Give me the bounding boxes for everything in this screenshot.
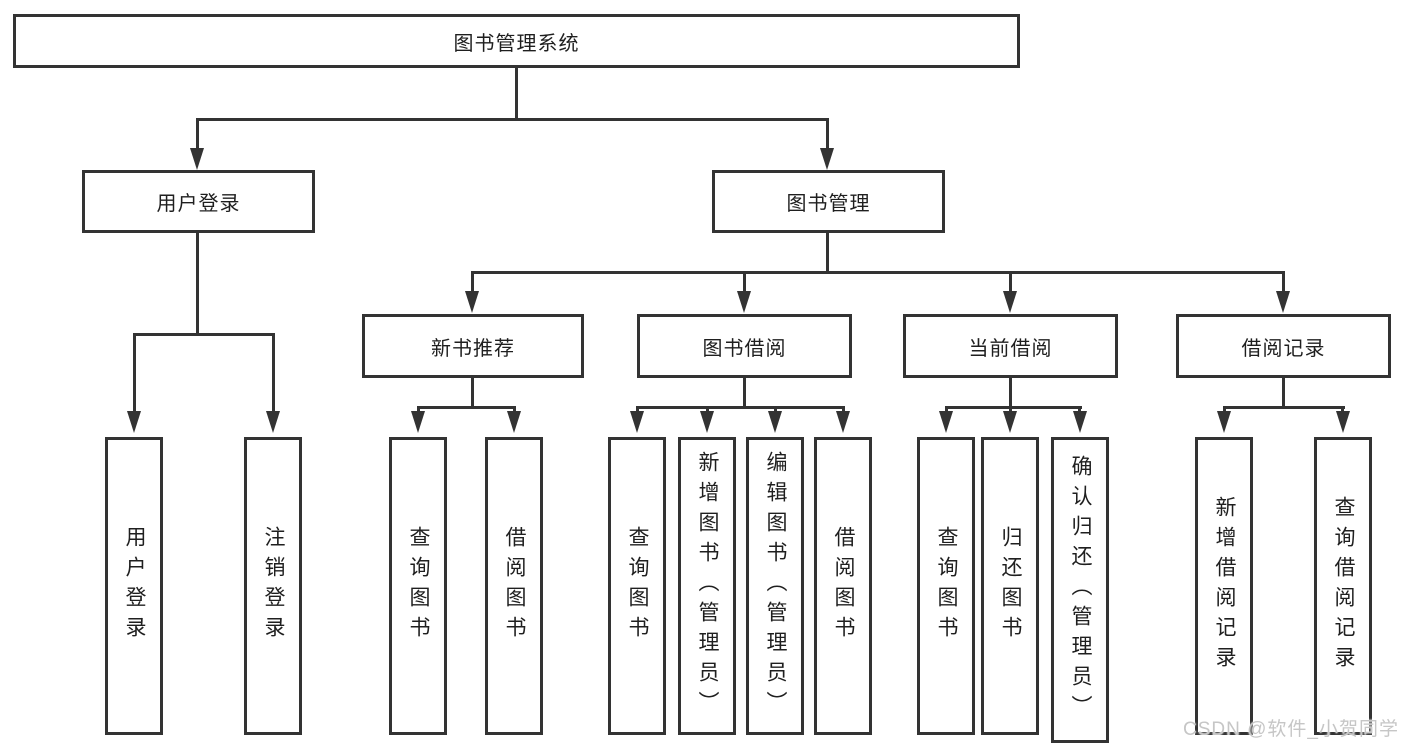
arrow-down: [1217, 411, 1231, 433]
node-label: 确认归还（管理员）: [1069, 455, 1092, 725]
arrow-down: [768, 411, 782, 433]
arrow-down: [820, 148, 834, 170]
node-book-borrowing: 图书借阅: [637, 314, 852, 378]
arrow-down: [836, 411, 850, 433]
connector-line: [515, 66, 518, 118]
connector-line: [417, 406, 420, 413]
connector-line: [1223, 406, 1226, 413]
node-label: 归还图书: [999, 526, 1022, 646]
connector-line: [471, 271, 474, 291]
node-label: 当前借阅: [968, 337, 1053, 360]
connector-line: [133, 333, 274, 336]
connector-line: [1282, 271, 1285, 291]
node-label: 新书推荐: [431, 337, 515, 360]
leaf-logout: 注销登录: [244, 437, 302, 735]
node-label: 图书管理系统: [453, 32, 580, 55]
node-label: 图书管理: [786, 193, 871, 215]
arrow-down: [507, 411, 521, 433]
connector-line: [1009, 406, 1012, 413]
leaf-user-login: 用户登录: [105, 437, 163, 735]
connector-line: [842, 406, 845, 413]
connector-line: [1223, 406, 1345, 409]
leaf-borrow-books-recommend: 借阅图书: [485, 437, 543, 735]
connector-line: [945, 406, 948, 413]
node-label: 新增借阅记录: [1213, 496, 1236, 676]
node-label: 借阅记录: [1241, 337, 1326, 360]
connector-line: [196, 231, 199, 335]
node-label: 借阅图书: [832, 526, 855, 646]
connector-line: [471, 271, 1285, 274]
leaf-edit-books-admin: 编辑图书（管理员）: [746, 437, 804, 735]
connector-line: [417, 406, 516, 409]
connector-line: [272, 333, 275, 411]
arrow-down: [700, 411, 714, 433]
csdn-watermark: CSDN @软件_小贺同学: [1183, 719, 1399, 740]
arrow-down: [1336, 411, 1350, 433]
node-label: 查询借阅记录: [1332, 496, 1355, 676]
node-label: 查询图书: [935, 526, 958, 646]
leaf-query-books-recommend: 查询图书: [389, 437, 447, 735]
node-label: 编辑图书（管理员）: [764, 451, 787, 721]
leaf-confirm-return-admin: 确认归还（管理员）: [1051, 437, 1109, 743]
connector-line: [471, 376, 474, 409]
connector-line: [743, 376, 746, 409]
leaf-borrow-books: 借阅图书: [814, 437, 872, 735]
arrow-down: [939, 411, 953, 433]
node-label: 查询图书: [407, 526, 430, 646]
arrow-down: [1073, 411, 1087, 433]
leaf-query-books-current: 查询图书: [917, 437, 975, 735]
connector-line: [1282, 376, 1285, 409]
leaf-add-borrow-record: 新增借阅记录: [1195, 437, 1253, 735]
arrow-down: [190, 148, 204, 170]
arrow-down: [1276, 291, 1290, 313]
connector-line: [1341, 406, 1344, 413]
connector-line: [1078, 406, 1081, 413]
arrow-down: [737, 291, 751, 313]
connector-line: [945, 406, 1082, 409]
node-book-management: 图书管理: [712, 170, 945, 233]
leaf-query-books-borrowing: 查询图书: [608, 437, 666, 735]
connector-line: [826, 231, 829, 273]
connector-line: [196, 118, 199, 150]
node-label: 注销登录: [262, 526, 285, 646]
node-user-login: 用户登录: [82, 170, 315, 233]
connector-line: [1009, 271, 1012, 291]
arrow-down: [1003, 291, 1017, 313]
connector-line: [196, 118, 829, 121]
leaf-add-books-admin: 新增图书（管理员）: [678, 437, 736, 735]
node-label: 新增图书（管理员）: [696, 451, 719, 721]
connector-line: [774, 406, 777, 413]
connector-line: [133, 333, 136, 411]
connector-line: [636, 406, 639, 413]
leaf-return-books: 归还图书: [981, 437, 1039, 735]
node-new-book-recommendation: 新书推荐: [362, 314, 584, 378]
connector-line: [636, 406, 845, 409]
node-label: 用户登录: [156, 193, 241, 215]
arrow-down: [630, 411, 644, 433]
arrow-down: [127, 411, 141, 433]
connector-line: [513, 406, 516, 413]
node-current-borrowing: 当前借阅: [903, 314, 1118, 378]
node-label: 用户登录: [123, 526, 146, 646]
arrow-down: [266, 411, 280, 433]
node-label: 借阅图书: [503, 526, 526, 646]
arrow-down: [1003, 411, 1017, 433]
node-borrowing-records: 借阅记录: [1176, 314, 1391, 378]
node-label: 查询图书: [626, 526, 649, 646]
connector-line: [1009, 376, 1012, 409]
node-label: 图书借阅: [702, 337, 787, 360]
connector-line: [826, 118, 829, 150]
arrow-down: [411, 411, 425, 433]
arrow-down: [465, 291, 479, 313]
node-library-management-system: 图书管理系统: [13, 14, 1020, 68]
leaf-query-borrow-record: 查询借阅记录: [1314, 437, 1372, 735]
connector-line: [743, 271, 746, 291]
connector-line: [706, 406, 709, 413]
